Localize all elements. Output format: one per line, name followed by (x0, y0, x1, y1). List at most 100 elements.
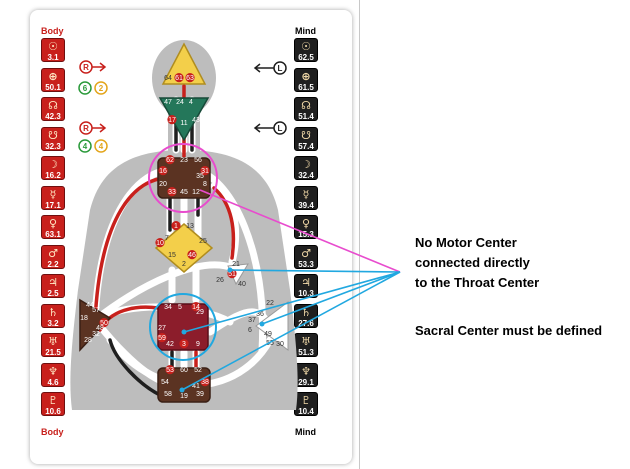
gate-60[interactable]: 60 (180, 367, 188, 374)
mind-activation-value: 29.1 (298, 377, 314, 387)
gate-3[interactable]: 3 (182, 341, 186, 348)
annotation-motor-3: to the Throat Center (415, 275, 540, 290)
gate-38[interactable]: 38 (201, 379, 209, 386)
gate-14[interactable]: 14 (192, 304, 200, 311)
gate-23[interactable]: 23 (180, 157, 188, 164)
gate-12[interactable]: 12 (192, 189, 200, 196)
gate-46[interactable]: 46 (188, 252, 196, 259)
gate-31[interactable]: 31 (201, 168, 209, 175)
gate-7[interactable]: 7 (165, 235, 169, 242)
body-tile-sun[interactable]: ☉3.1 (41, 38, 65, 62)
gate-64[interactable]: 64 (164, 75, 172, 82)
gate-13[interactable]: 13 (186, 223, 194, 230)
gate-59[interactable]: 59 (158, 335, 166, 342)
sacral-highlight-circle (149, 293, 217, 361)
gate-53[interactable]: 53 (166, 367, 174, 374)
solar-plexus-center[interactable] (255, 301, 289, 351)
gate-43[interactable]: 43 (192, 117, 200, 124)
mind-tile-mercury[interactable]: ☿39.4 (294, 185, 318, 210)
gate-17[interactable]: 17 (168, 117, 176, 124)
gate-20[interactable]: 20 (159, 181, 167, 188)
gate-28[interactable]: 28 (84, 337, 92, 344)
gate-40[interactable]: 40 (238, 281, 246, 288)
gate-56[interactable]: 56 (194, 157, 202, 164)
gate-58[interactable]: 58 (164, 391, 172, 398)
saturn-icon: ♄ (48, 305, 58, 319)
gate-35[interactable]: 35 (196, 173, 204, 180)
body-tile-moon[interactable]: ☽16.2 (41, 156, 65, 180)
gate-19[interactable]: 19 (180, 393, 188, 400)
gate-47[interactable]: 47 (164, 99, 172, 106)
g-center[interactable] (154, 223, 214, 273)
gate-36[interactable]: 36 (256, 311, 264, 318)
body-tile-jupiter[interactable]: ♃2.5 (41, 274, 65, 298)
mind-tile-sun[interactable]: ☉62.5 (294, 38, 318, 62)
gate-15[interactable]: 15 (168, 252, 176, 259)
gate-34[interactable]: 34 (164, 304, 172, 311)
gate-49[interactable]: 49 (264, 331, 272, 338)
mind-tile-neptune[interactable]: ♆29.1 (294, 362, 318, 387)
gate-37[interactable]: 37 (248, 317, 256, 324)
gate-45[interactable]: 45 (180, 189, 188, 196)
body-tile-south-node[interactable]: ☋32.3 (41, 126, 65, 151)
gate-33[interactable]: 33 (168, 189, 176, 196)
body-tile-earth[interactable]: ⊕50.1 (41, 67, 65, 92)
mind-activation-value: 10.3 (298, 289, 314, 298)
gate-16[interactable]: 16 (159, 168, 167, 175)
gate-1[interactable]: 1 (174, 223, 178, 230)
gate-25[interactable]: 25 (199, 238, 207, 245)
gate-63[interactable]: 63 (186, 75, 194, 82)
gate-10[interactable]: 10 (156, 240, 164, 247)
gate-44[interactable]: 44 (86, 302, 94, 309)
defined-gate-marker (155, 238, 165, 248)
gate-26[interactable]: 26 (216, 277, 224, 284)
gate-30[interactable]: 30 (276, 341, 284, 348)
gate-52[interactable]: 52 (194, 367, 202, 374)
gate-61[interactable]: 61 (175, 75, 183, 82)
gate-5[interactable]: 5 (178, 304, 182, 311)
gate-6[interactable]: 6 (248, 327, 252, 334)
left-top-number-2: 2 (99, 84, 104, 93)
mind-tile-uranus[interactable]: ♅51.3 (294, 333, 318, 357)
gate-50[interactable]: 50 (100, 320, 108, 327)
gate-42[interactable]: 42 (166, 341, 174, 348)
gate-41[interactable]: 41 (192, 383, 200, 390)
gate-9[interactable]: 9 (196, 341, 200, 348)
body-tile-saturn[interactable]: ♄3.2 (41, 303, 65, 328)
gate-22[interactable]: 22 (266, 300, 274, 307)
mind-tile-earth[interactable]: ⊕61.5 (294, 67, 318, 92)
gate-11[interactable]: 11 (180, 120, 187, 127)
body-tile-pluto[interactable]: ♇10.6 (41, 392, 65, 416)
gate-18[interactable]: 18 (80, 315, 88, 322)
gate-54[interactable]: 54 (161, 379, 169, 386)
body-tile-mars[interactable]: ♂2.2 (41, 244, 65, 269)
gate-8[interactable]: 8 (203, 181, 207, 188)
mind-tile-moon[interactable]: ☽32.4 (294, 156, 318, 180)
mind-tile-venus[interactable]: ♀15.3 (294, 215, 318, 239)
sacral-center[interactable] (157, 303, 209, 351)
gate-57[interactable]: 57 (92, 307, 100, 314)
spleen-center[interactable] (79, 298, 112, 352)
mind-tile-south-node[interactable]: ☋57.4 (294, 126, 318, 151)
gate-62[interactable]: 62 (166, 157, 174, 164)
body-tile-mercury[interactable]: ☿17.1 (41, 185, 65, 210)
gate-24[interactable]: 24 (176, 99, 184, 106)
gate-29[interactable]: 29 (196, 309, 204, 316)
gate-32[interactable]: 32 (92, 331, 100, 338)
root-center[interactable] (157, 367, 211, 403)
head-center[interactable] (161, 42, 207, 85)
mind-tile-mars[interactable]: ♂53.3 (294, 244, 318, 269)
body-tile-neptune[interactable]: ♆4.6 (41, 362, 65, 387)
body-tile-north-node[interactable]: ☊42.3 (41, 97, 65, 121)
gate-21[interactable]: 21 (232, 261, 240, 268)
mind-tile-north-node[interactable]: ☊51.4 (294, 97, 318, 121)
gate-48[interactable]: 48 (96, 325, 104, 332)
gate-39[interactable]: 39 (196, 391, 204, 398)
gate-27[interactable]: 27 (158, 325, 166, 332)
gate-4[interactable]: 4 (189, 99, 193, 106)
body-tile-uranus[interactable]: ♅21.5 (41, 333, 65, 357)
gate-51[interactable]: 51 (228, 271, 236, 278)
gate-55[interactable]: 55 (266, 340, 274, 347)
gate-2[interactable]: 2 (182, 261, 186, 268)
body-tile-venus[interactable]: ♀63.1 (41, 215, 65, 239)
